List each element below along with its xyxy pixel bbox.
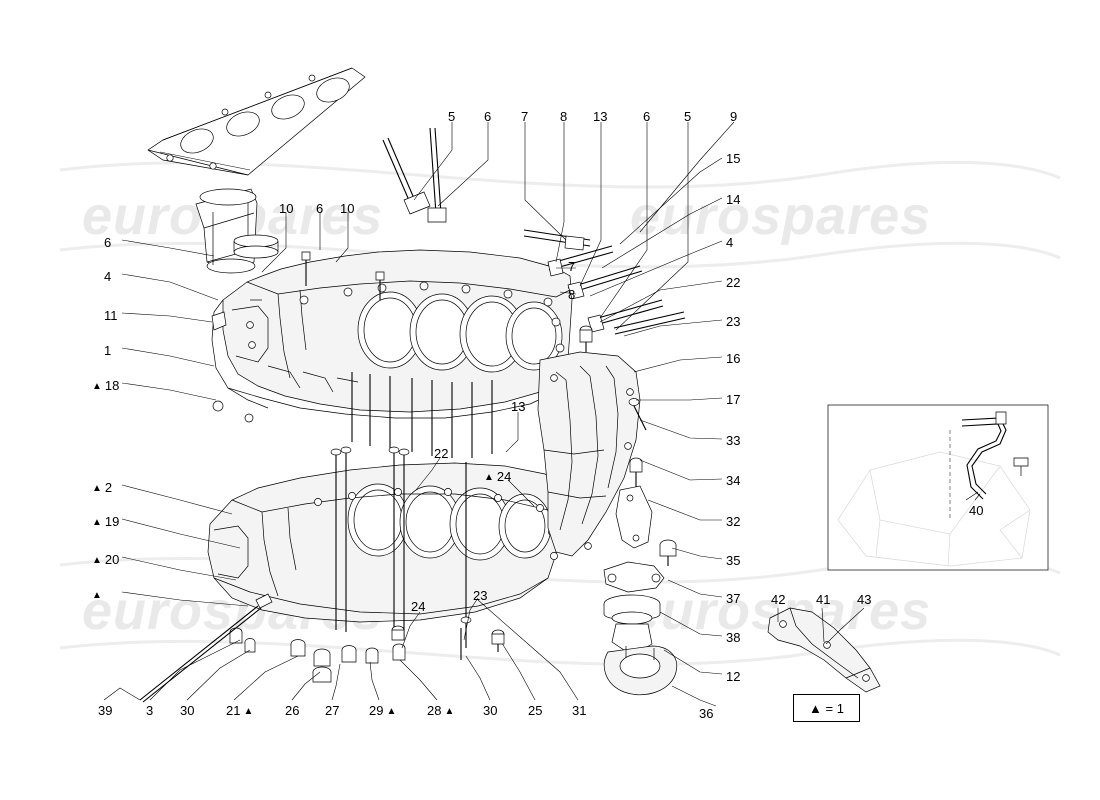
callout-6b: 6 [643,109,651,124]
callout-5b: 5 [684,109,692,124]
callout-24b: 24 [411,599,426,614]
oil-pump-assembly-art [603,398,678,696]
callout-18: 18 [92,379,119,395]
bottom-fastener-row [229,616,472,683]
callout-3: 3 [146,703,154,718]
callout-30b: 30 [483,703,498,718]
cylinder-liner-art [195,188,258,274]
callout-40: 40 [969,503,984,518]
callout-10b: 10 [340,201,355,216]
engine-block-lower-art [139,446,563,703]
callout-22m: 22 [434,446,449,461]
callout-14: 14 [726,192,741,207]
callout-20: 20 [92,553,119,569]
legend-text: ▲ = 1 [809,700,844,716]
callout-4l: 4 [104,269,112,284]
callout-6c: 6 [316,201,324,216]
leader-lines [103,121,981,707]
callout-29: 29 [369,704,396,720]
callout-blank-triangle [92,588,105,604]
callout-23m: 23 [473,588,488,603]
bracket-group-art [767,607,881,693]
callout-23: 23 [726,314,741,329]
engine-block-upper-art [211,249,573,458]
callout-13: 13 [593,109,608,124]
callout-43: 43 [857,592,872,607]
fastener-group-top [301,127,686,352]
callout-30: 30 [180,703,195,718]
callout-9: 9 [730,109,738,124]
callout-28: 28 [427,704,454,720]
callout-19: 19 [92,515,119,531]
callout-24: 24 [484,470,511,486]
timing-cover-art [537,351,641,557]
callout-27: 27 [325,703,340,718]
callout-33: 33 [726,433,741,448]
callout-42: 42 [771,592,786,607]
piston-ring-art [233,234,279,259]
cylinder-head-gasket-art [147,67,366,176]
callout-6: 6 [484,109,492,124]
callout-25: 25 [528,703,543,718]
callout-38: 38 [726,630,741,645]
callout-15: 15 [726,151,741,166]
callout-34: 34 [726,473,741,488]
callout-7: 7 [521,109,529,124]
callout-5: 5 [448,109,456,124]
callout-7m: 7 [568,259,576,274]
callout-22: 22 [726,275,741,290]
callout-37: 37 [726,591,741,606]
callout-26: 26 [285,703,300,718]
callout-35: 35 [726,553,741,568]
callout-1: 1 [104,343,112,358]
callout-8m: 8 [568,287,576,302]
legend-box: ▲ = 1 [793,694,860,722]
callout-11: 11 [104,308,118,323]
misc-fasteners-art [391,625,505,652]
callout-6l: 6 [104,235,112,250]
callout-31: 31 [572,703,587,718]
callout-41: 41 [816,592,831,607]
callout-36: 36 [699,706,714,721]
callout-16: 16 [726,351,741,366]
callout-2: 2 [92,481,112,497]
callout-13m: 13 [511,399,526,414]
callout-4r: 4 [726,235,734,250]
callout-21: 21 [226,704,253,720]
callout-32: 32 [726,514,741,529]
callout-12: 12 [726,669,741,684]
callout-10: 10 [279,201,294,216]
callout-17: 17 [726,392,741,407]
callout-39: 39 [98,703,113,718]
inset-detail-box [827,404,1049,571]
callout-8: 8 [560,109,568,124]
